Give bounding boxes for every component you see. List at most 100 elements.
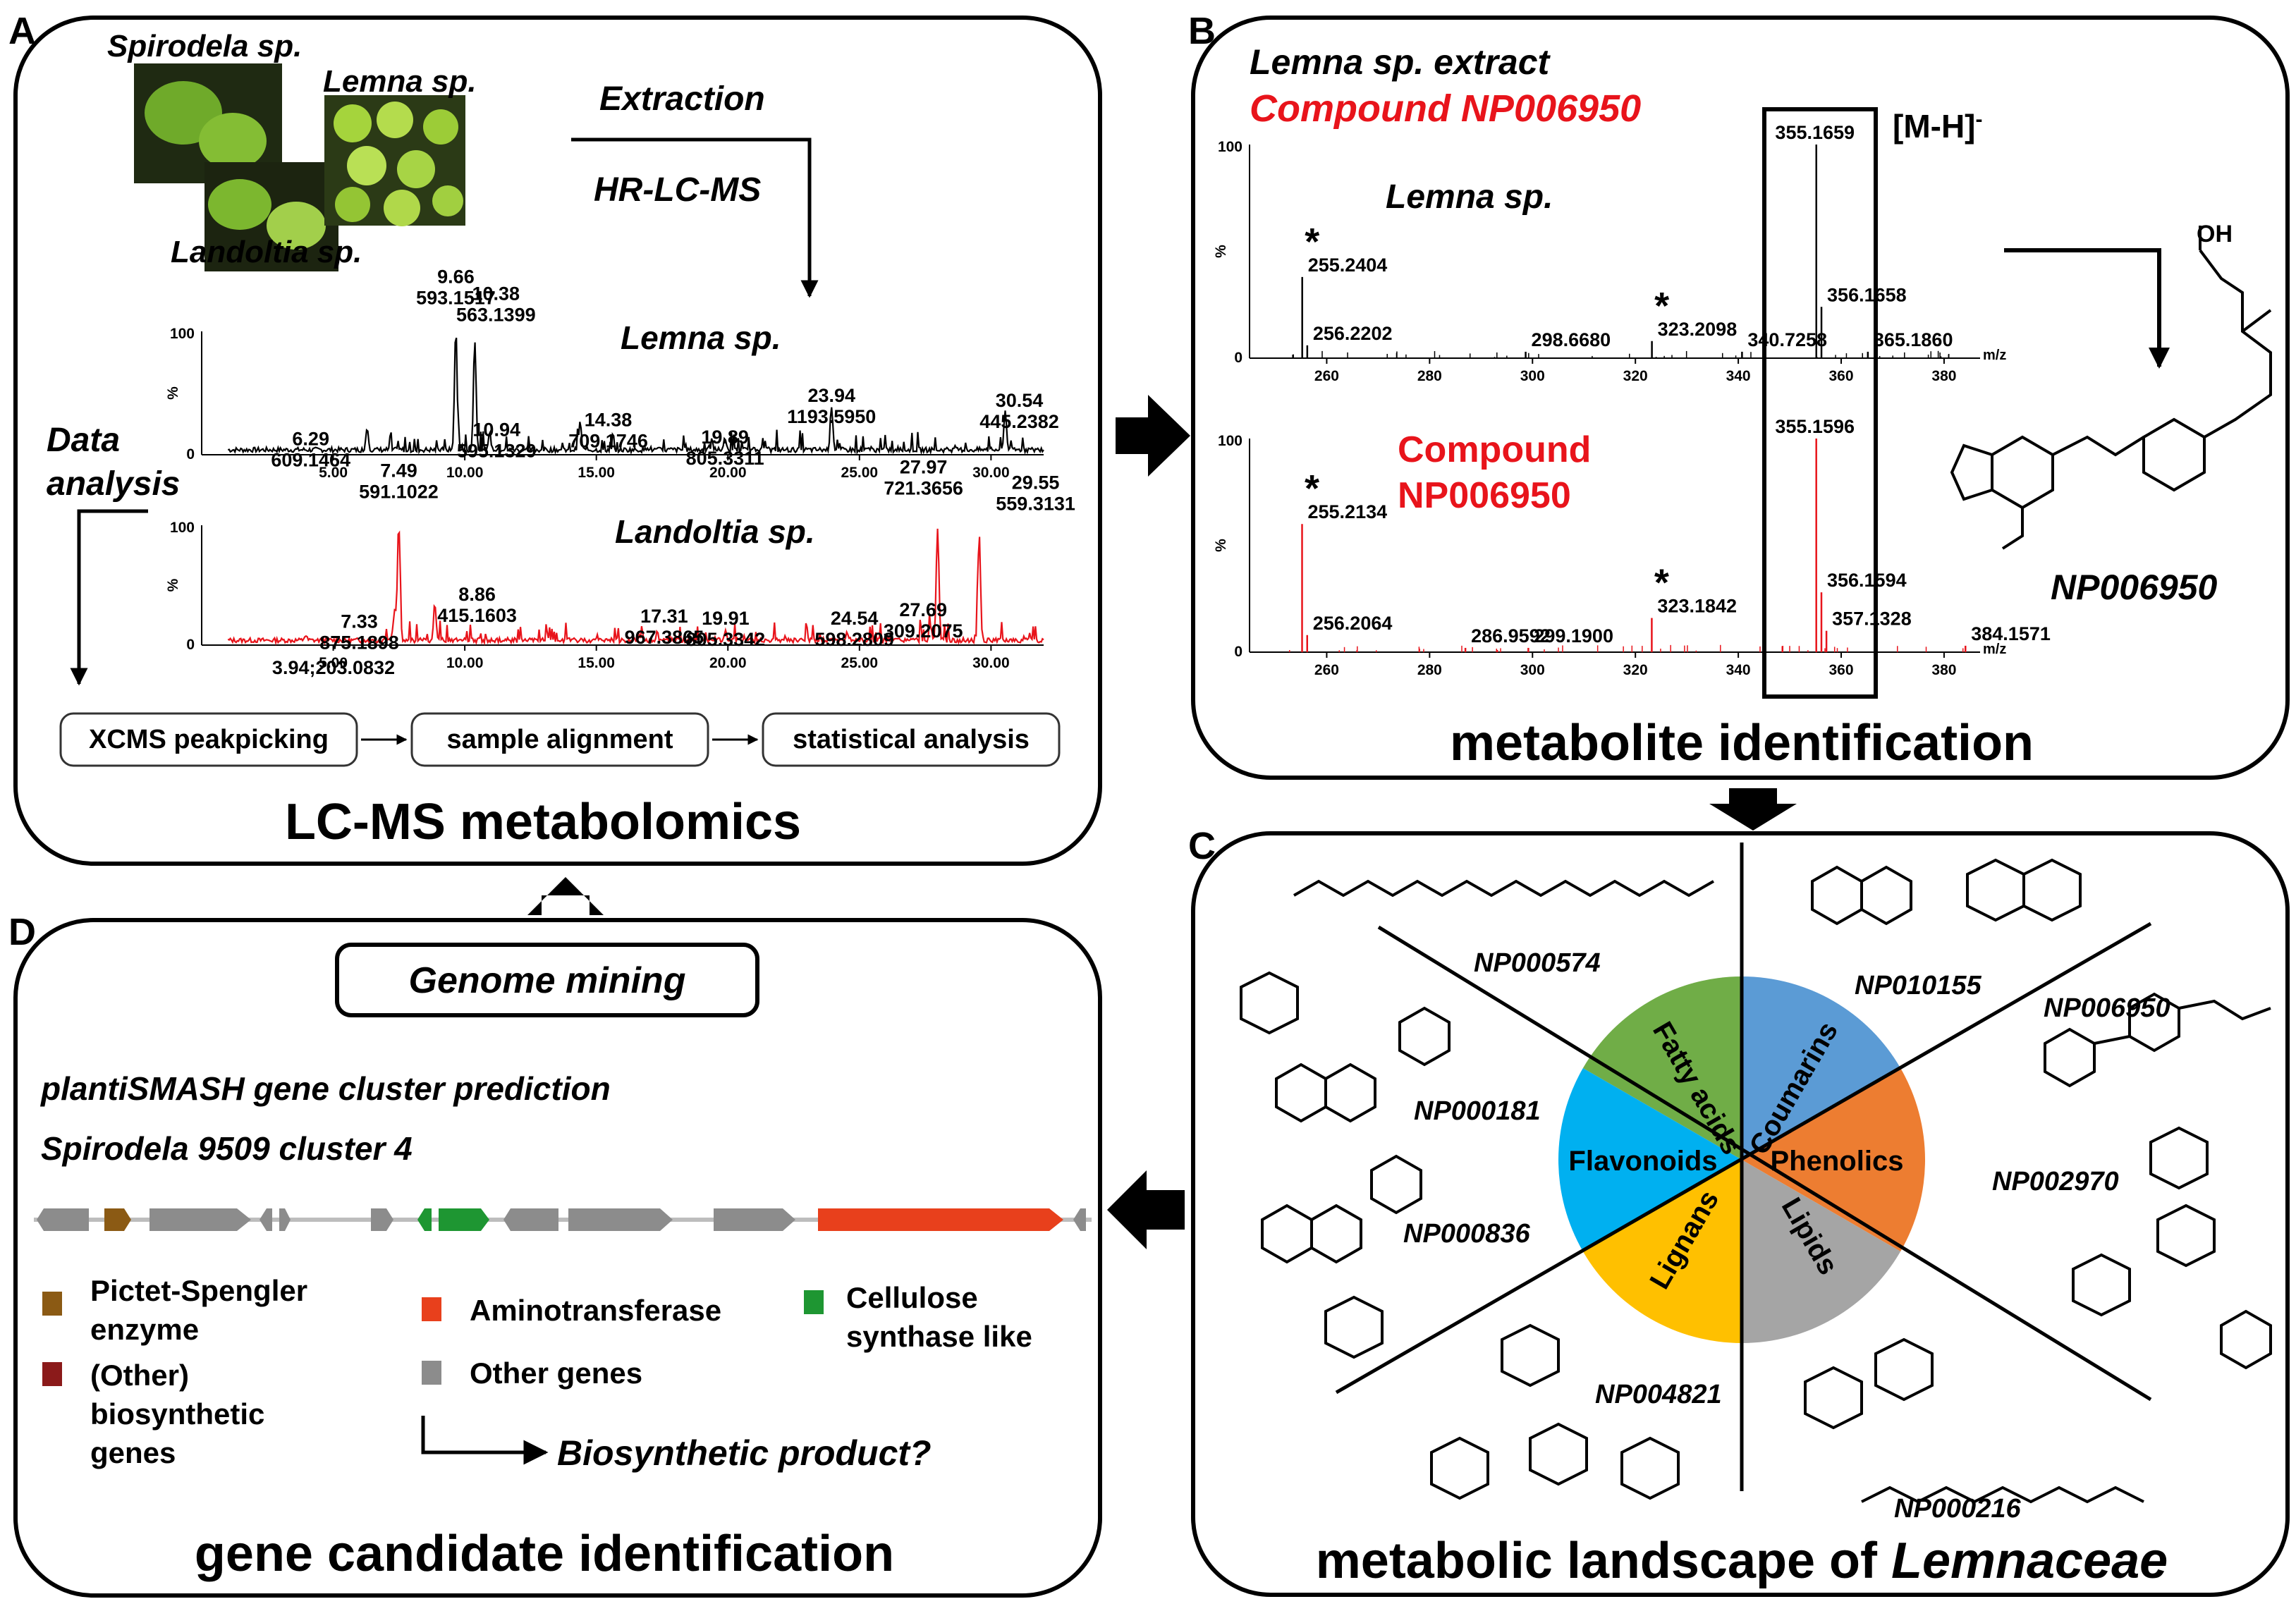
spec-peak-label: 356.1658 [1827,284,1907,305]
spec-y-tick-label: 0 [1234,350,1242,366]
gene-cluster [34,1208,1092,1231]
head-compound: Compound NP006950 [1250,87,1641,130]
legend-other-3: genes [90,1436,176,1469]
chrom-y-tick-label: 100 [170,326,195,342]
compound-np000574: NP000574 [1474,948,1601,978]
chrom-trace [227,337,1044,455]
chrom-peak-label: 805.3342 [686,629,766,650]
spec-peak-label: 299.1900 [1534,625,1613,647]
spec-x-tick-label: 360 [1828,368,1853,384]
oh-label: OH [2197,221,2233,247]
panel-d-letter: D [8,911,36,953]
legend-swatch-other-genes [422,1361,441,1385]
wheel-sector [1742,976,1901,1160]
species-lemna: Lemna sp. [323,64,477,99]
legend-swatch-pictet [42,1292,62,1316]
gene-pictet-spengler [104,1208,131,1231]
product-question: Biosynthetic product? [557,1433,932,1473]
chrom-peak-label: 8.86 [458,584,496,605]
spec-peak-label: 357.1328 [1832,608,1912,630]
gene-6 [371,1208,393,1231]
spec-x-unit: m/z [1983,642,2006,657]
hrlcms-label: HR-LC-MS [594,171,761,209]
chrom-x-tick-label: 5.00 [319,465,348,481]
chrom-peak-label: 559.3131 [996,493,1075,514]
panel-a-title: LC-MS metabolomics [285,794,801,850]
spec-peak-label: 255.2404 [1308,255,1388,276]
spec-peak-label: 384.1571 [1971,623,2051,644]
np000181-structure [1240,971,1451,1123]
legend-pictet-1: Pictet-Spengler [90,1274,307,1307]
xcms-label: XCMS peakpicking [89,725,329,754]
cluster-line: Spirodela 9509 cluster 4 [41,1130,413,1167]
chrom-peak-label: 10.94 [472,419,520,441]
arrow-d-to-a [527,877,604,915]
gene-3 [149,1208,251,1231]
chrom-peak-label: 563.1399 [456,305,536,326]
mh-label: [M-H]- [1893,108,1983,145]
spec-peak-label: 323.2098 [1658,319,1738,340]
panel-c: C Fatty acidsCoumarinsPhenolicsLipidsLig… [1188,825,2290,1597]
np000216-structure [1804,1337,2144,1504]
legend-other-1: (Other) [90,1359,189,1392]
spoke-diag-2 [1335,921,2152,1395]
gene-5 [279,1208,291,1231]
wheel-sector [1582,976,1742,1160]
gene-cellulose-2 [439,1208,489,1231]
spec-x-tick-label: 320 [1623,662,1648,678]
compound-np000181: NP000181 [1414,1096,1541,1126]
chrom-peak-label: 29.55 [1012,472,1060,493]
spec-peak-label: 356.1594 [1827,570,1907,591]
spec-peak-label: 286.9592 [1471,625,1551,647]
legend-cellulose-2: synthase like [846,1320,1032,1353]
np010155-structure [1811,858,2082,926]
chrom-y-tick-label: 0 [186,446,195,463]
chrom-peak-label: 7.49 [380,460,417,481]
chrom-peak-label: 309.2075 [884,620,963,642]
genome-mining-box [335,943,759,1017]
spec-x-tick-label: 280 [1417,662,1442,678]
spec-x-tick-label: 300 [1520,662,1545,678]
chrom-peak-label: 19.91 [702,608,750,629]
duckweed-photos [134,63,465,271]
chrom-y-tick-label: 0 [186,637,195,653]
spec-peak-label: 365.1860 [1874,329,1953,350]
chrom-peak-label: 967.3865 [625,627,704,648]
chrom-peak-label: 17.31 [640,606,688,627]
chrom-peak-label: 30.54 [996,390,1044,411]
class-wheel: Fatty acidsCoumarinsPhenolicsLipidsLigna… [1558,976,1925,1343]
panel-d: D Genome mining plantiSMASH gene cluster… [8,911,1102,1598]
spoke-diag-1 [1377,925,2152,1402]
spec-x-tick-label: 380 [1931,662,1956,678]
np002970-structure [2072,1126,2272,1370]
chrom-landoltia-title: Landoltia sp. [615,513,815,550]
compound-np002970: NP002970 [1992,1167,2119,1196]
panel-b-title: metabolite identification [1450,715,2034,771]
wheel-sector [1558,1068,1742,1251]
extraction-label: Extraction [599,80,765,118]
spec-peak-label: 255.2134 [1308,501,1388,522]
legend-other-2: biosynthetic [90,1397,264,1431]
chrom-peak-label: 3.94;203.0832 [272,657,395,678]
spec-x-tick-label: 340 [1726,662,1751,678]
spec-peak-label: 323.1842 [1657,596,1737,617]
chrom-peak-label: 9.66 [437,267,475,288]
spec-star: * [1654,562,1669,604]
panel-a-frame [13,16,1102,866]
spec-compound-title-2: NP006950 [1398,475,1571,516]
spec-x-tick-label: 260 [1314,662,1339,678]
chrom-peak-label: 6.29 [292,429,329,450]
chrom-trace [227,528,1044,646]
chrom-peak-label: 709.1746 [568,431,648,452]
chrom-x-tick-label: 15.00 [578,465,615,481]
np004821-structure [1430,1323,1680,1500]
chrom-y-label: % [165,578,181,592]
chrom-x-tick-label: 20.00 [709,655,747,671]
chrom-lemna-title: Lemna sp. [621,319,781,356]
spec-star: * [1305,467,1319,510]
data-analysis-line2: analysis [47,465,180,503]
data-analysis-line1: Data [47,422,120,459]
